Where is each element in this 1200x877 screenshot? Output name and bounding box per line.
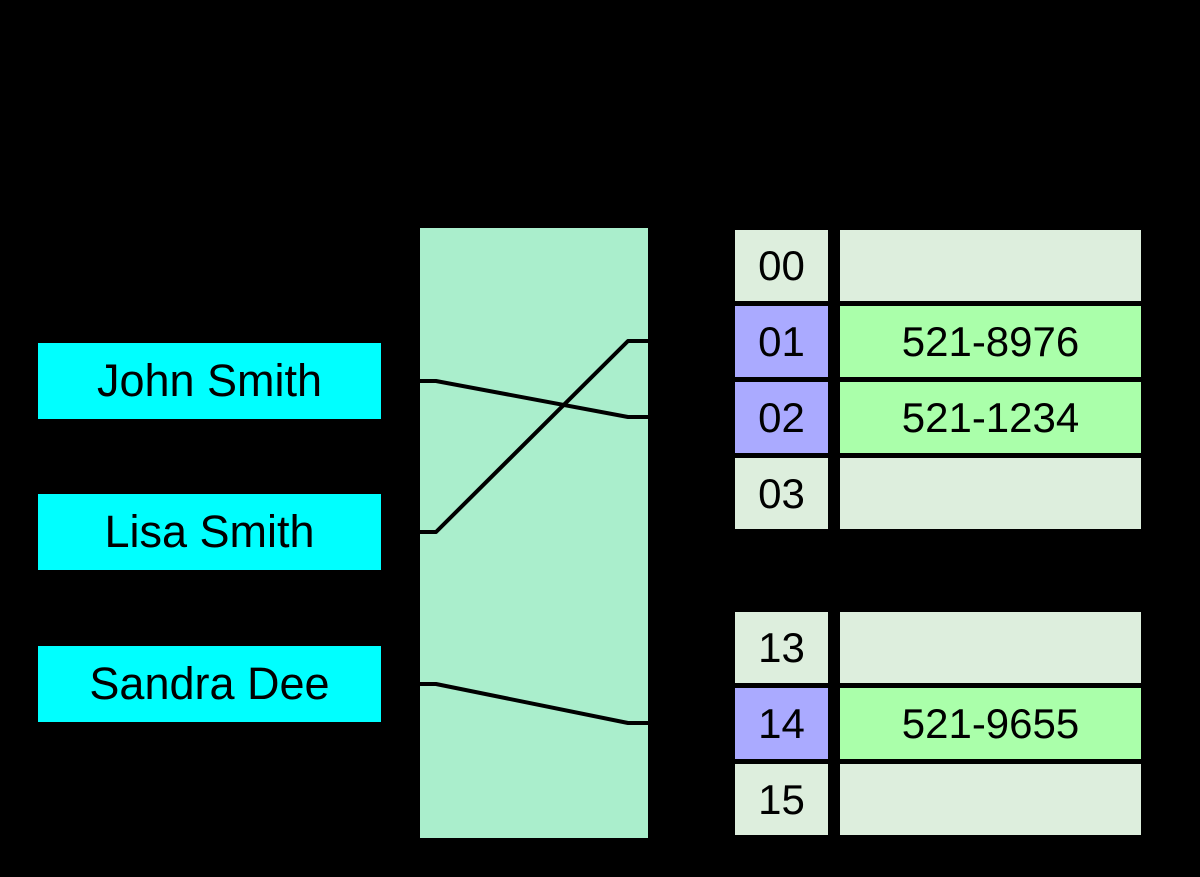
bucket-value-cell	[840, 764, 1141, 835]
bucket-value-cell	[840, 230, 1141, 301]
key-label: Sandra Dee	[89, 658, 330, 709]
bucket-index-cell: 13	[735, 612, 828, 683]
bucket-value-cell: 521-8976	[840, 306, 1141, 377]
bucket-row-00: 00	[0, 230, 1200, 301]
bucket-index-cell: 02	[735, 382, 828, 453]
bucket-row-01: 01 521-8976	[0, 306, 1200, 377]
bucket-index-cell: 15	[735, 764, 828, 835]
bucket-row-02: 02 521-1234	[0, 382, 1200, 453]
bucket-value-cell	[840, 458, 1141, 529]
key-box-john-smith: John Smith	[38, 343, 381, 419]
bucket-value-cell: 521-1234	[840, 382, 1141, 453]
bucket-value-cell: 521-9655	[840, 688, 1141, 759]
bucket-row-03: 03	[0, 458, 1200, 529]
bucket-index-cell: 00	[735, 230, 828, 301]
key-box-lisa-smith: Lisa Smith	[38, 494, 381, 570]
bucket-row-15: 15	[0, 764, 1200, 835]
bucket-index-cell: 01	[735, 306, 828, 377]
bucket-index-cell: 03	[735, 458, 828, 529]
key-box-sandra-dee: Sandra Dee	[38, 646, 381, 722]
key-label: John Smith	[96, 355, 323, 406]
bucket-row-13: 13	[0, 612, 1200, 683]
bucket-row-14: 14 521-9655	[0, 688, 1200, 759]
bucket-value-cell	[840, 612, 1141, 683]
key-label: Lisa Smith	[104, 506, 315, 557]
bucket-index-cell: 14	[735, 688, 828, 759]
